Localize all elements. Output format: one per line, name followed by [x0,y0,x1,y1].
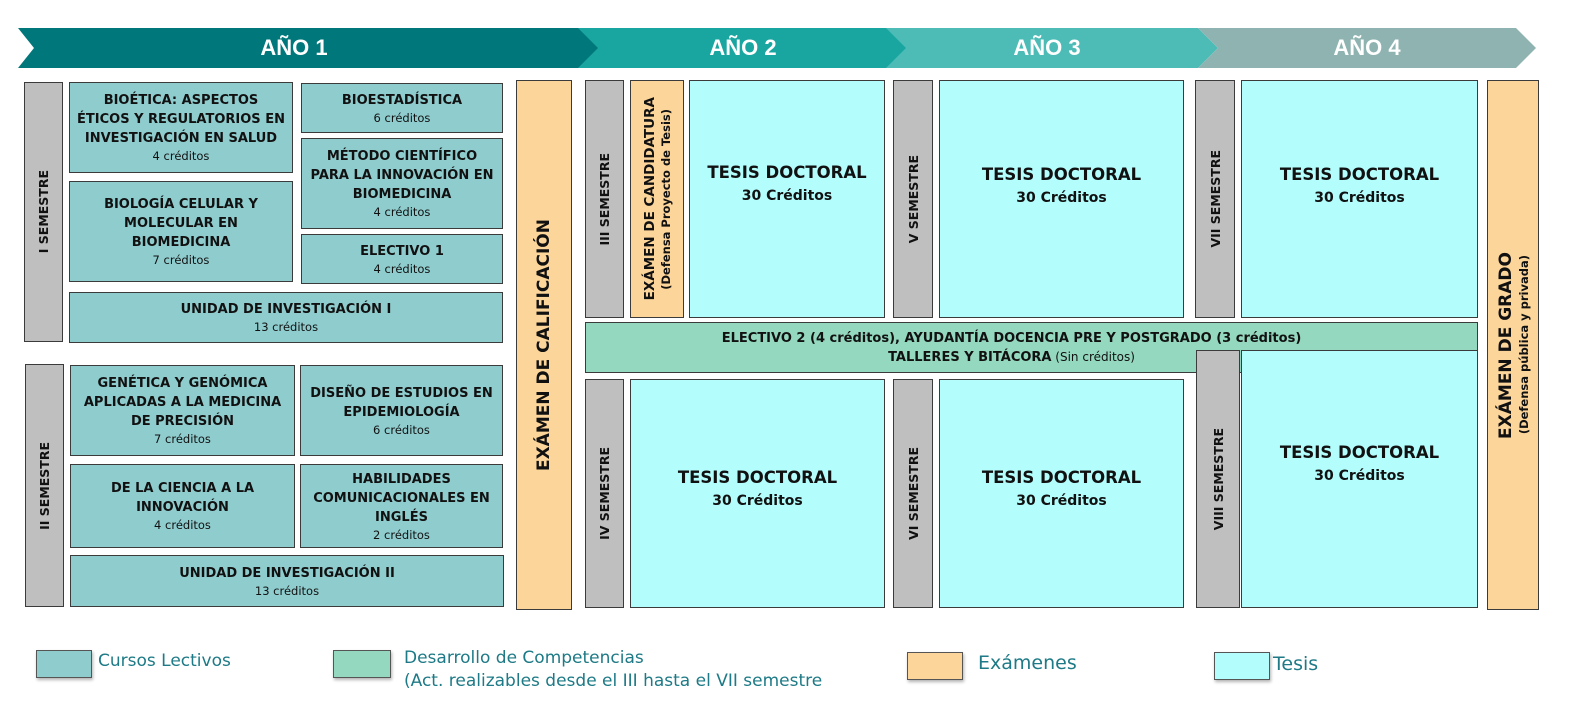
course-title: BIOLOGÍA CELULAR Y MOLECULAR EN BIOMEDIC… [104,197,258,250]
course-credits: 4 créditos [373,205,431,219]
course-title: GENÉTICA Y GENÓMICA APLICADAS A LA MEDIC… [83,376,282,429]
exam-candidatura-subtitle: (Defensa Proyecto de Tesis) [658,108,673,290]
competencies-line-2-note: (Sin créditos) [1051,349,1135,364]
competencies-line-1: ELECTIVO 2 (4 créditos), AYUDANTÍA DOCEN… [721,330,1302,346]
thesis-title: TESIS DOCTORAL [981,165,1142,184]
course-credits: 7 créditos [154,432,211,446]
course-diseno-estudios: DISEÑO DE ESTUDIOS EN EPIDEMIOLOGÍA 6 cr… [300,365,503,456]
semester-1: I SEMESTRE [24,82,63,342]
course-ciencia-innovacion: DE LA CIENCIA A LA INNOVACIÓN 4 créditos [70,464,295,548]
legend-label-examenes: Exámenes [978,652,1077,674]
legend-label-competencias: Desarrollo de Competencias (Act. realiza… [404,647,822,693]
thesis-credits: 30 Créditos [1314,468,1405,484]
thesis-title: TESIS DOCTORAL [1279,165,1440,184]
course-credits: 7 créditos [152,253,210,267]
semester-5-label: V SEMESTRE [905,154,921,244]
exam-calificacion-label: EXÁMEN DE CALIFICACIÓN [534,218,554,472]
semester-8: VIII SEMESTRE [1196,350,1240,608]
semester-2: II SEMESTRE [25,364,64,607]
semester-4-label: IV SEMESTRE [597,447,612,540]
course-unidad-investigacion-1: UNIDAD DE INVESTIGACIÓN I 13 créditos [69,292,503,343]
thesis-semester-6: TESIS DOCTORAL 30 Créditos [939,379,1184,608]
thesis-title: TESIS DOCTORAL [677,467,838,487]
year-3-arrow: AÑO 3 [886,28,1218,68]
semester-6: VI SEMESTRE [893,379,933,608]
course-bioetica: BIOÉTICA: ASPECTOS ÉTICOS Y REGULATORIOS… [69,82,293,173]
semester-2-label: II SEMESTRE [37,441,52,530]
thesis-credits: 30 Créditos [1016,190,1107,206]
thesis-semester-8: TESIS DOCTORAL 30 Créditos [1241,350,1478,608]
course-unidad-investigacion-2: UNIDAD DE INVESTIGACIÓN II 13 créditos [70,555,504,607]
course-habilidades-ingles: HABILIDADES COMUNICACIONALES EN INGLÉS 2… [300,464,503,548]
legend-label-cursos: Cursos Lectivos [98,651,231,671]
course-genetica: GENÉTICA Y GENÓMICA APLICADAS A LA MEDIC… [70,365,295,456]
exam-grado-label: EXÁMEN DE GRADO [1495,251,1516,439]
course-biologia-celular: BIOLOGÍA CELULAR Y MOLECULAR EN BIOMEDIC… [69,181,293,282]
thesis-credits: 30 Créditos [741,188,833,204]
thesis-credits: 30 Créditos [1314,190,1405,206]
thesis-semester-3: TESIS DOCTORAL 30 Créditos [689,80,885,318]
course-title: ELECTIVO 1 [360,243,444,259]
semester-6-label: VI SEMESTRE [905,447,921,540]
semester-5: V SEMESTRE [893,80,933,318]
legend-label-competencias-2: (Act. realizables desde el III hasta el … [404,671,823,691]
thesis-credits: 30 Créditos [712,492,803,509]
exam-grado: EXÁMEN DE GRADO (Defensa pública y priva… [1487,80,1539,610]
year-4-label: AÑO 4 [1333,35,1401,60]
year-3-label: AÑO 3 [1013,35,1081,60]
semester-7-label: VII SEMESTRE [1207,150,1223,248]
thesis-title: TESIS DOCTORAL [707,163,867,182]
course-credits: 6 créditos [373,110,431,125]
course-credits: 6 créditos [373,422,430,437]
semester-8-label: VIII SEMESTRE [1210,427,1226,531]
course-credits: 4 créditos [152,149,210,163]
semester-4: IV SEMESTRE [585,379,624,608]
course-title: UNIDAD DE INVESTIGACIÓN II [179,565,395,581]
course-credits: 2 créditos [373,527,430,542]
exam-grado-subtitle: (Defensa pública y privada) [1516,255,1531,435]
legend-swatch-examenes [907,652,963,680]
course-title: BIOÉTICA: ASPECTOS ÉTICOS Y REGULATORIOS… [77,93,285,146]
semester-7: VII SEMESTRE [1195,80,1235,318]
year-1-label: AÑO 1 [260,35,328,60]
exam-calificacion: EXÁMEN DE CALIFICACIÓN [516,80,572,610]
exam-candidatura-label: EXÁMEN DE CANDIDATURA [641,97,658,301]
course-credits: 13 créditos [254,583,320,598]
course-bioestadistica: BIOESTADÍSTICA 6 créditos [301,83,503,133]
exam-candidatura: EXÁMEN DE CANDIDATURA (Defensa Proyecto … [630,80,684,318]
competencies-line-2-bold: TALLERES Y BITÁCORA [888,349,1052,365]
course-electivo-1: ELECTIVO 1 4 créditos [301,234,503,284]
thesis-title: TESIS DOCTORAL [981,467,1142,487]
competencies-band: ELECTIVO 2 (4 créditos), AYUDANTÍA DOCEN… [585,322,1478,373]
legend-swatch-cursos [36,650,92,678]
thesis-title: TESIS DOCTORAL [1279,443,1440,462]
year-4-arrow: AÑO 4 [1198,28,1536,68]
course-title: DE LA CIENCIA A LA INNOVACIÓN [110,481,255,515]
legend-label-competencias-1: Desarrollo de Competencias [404,648,644,668]
semester-3-label: III SEMESTRE [597,152,612,246]
course-credits: 13 créditos [253,320,319,334]
year-1-arrow: AÑO 1 [18,28,600,68]
legend-label-tesis: Tesis [1273,653,1319,675]
thesis-semester-7: TESIS DOCTORAL 30 Créditos [1241,80,1478,318]
course-credits: 4 créditos [154,518,211,532]
year-2-label: AÑO 2 [709,35,777,60]
legend-swatch-tesis [1214,652,1270,680]
course-metodo-cientifico: MÉTODO CIENTÍFICO PARA LA INNOVACIÓN EN … [301,138,503,229]
course-title: BIOESTADÍSTICA [341,92,463,108]
semester-3: III SEMESTRE [585,80,624,318]
thesis-semester-4: TESIS DOCTORAL 30 Créditos [630,379,885,608]
semester-1-label: I SEMESTRE [36,170,51,254]
year-2-arrow: AÑO 2 [578,28,908,68]
course-credits: 4 créditos [373,261,431,276]
course-title: HABILIDADES COMUNICACIONALES EN INGLÉS [313,471,490,525]
thesis-semester-5: TESIS DOCTORAL 30 Créditos [939,80,1184,318]
course-title: UNIDAD DE INVESTIGACIÓN I [180,302,392,317]
course-title: DISEÑO DE ESTUDIOS EN EPIDEMIOLOGÍA [310,385,493,420]
thesis-credits: 30 Créditos [1016,492,1107,509]
course-title: MÉTODO CIENTÍFICO PARA LA INNOVACIÓN EN … [310,149,494,202]
competencies-line-2: TALLERES Y BITÁCORA (Sin créditos) [888,348,1135,367]
legend-swatch-competencias [333,650,391,678]
